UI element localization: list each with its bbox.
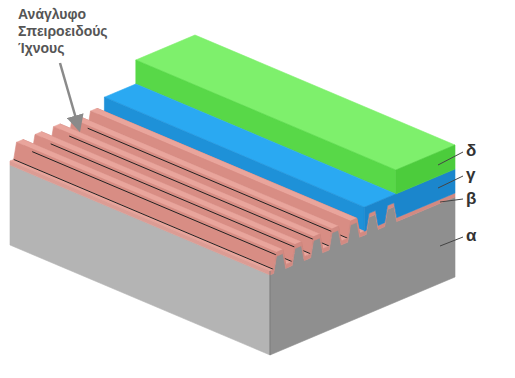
layer-letter: α [466, 226, 476, 245]
layer-letter: δ [466, 141, 476, 160]
layered-block [10, 35, 455, 355]
red-layer-end-face [270, 193, 455, 275]
substrate-end-face [270, 197, 455, 355]
layer-letter: γ [466, 165, 475, 184]
callout-label: Ανάγλυφο Σπειροειδούς Ίχνους [18, 6, 108, 57]
pointer-arrow [60, 63, 79, 129]
leader-line [438, 176, 463, 188]
leader-line [438, 152, 463, 165]
leader-line [440, 199, 463, 202]
block-edge [270, 271, 271, 355]
leader-lines [438, 152, 463, 246]
substrate-front-face [10, 165, 270, 355]
layer-letter: β [466, 189, 476, 208]
leader-line [440, 237, 463, 246]
red-layer-front-face [10, 161, 270, 275]
green-layer-end-face [396, 145, 455, 194]
